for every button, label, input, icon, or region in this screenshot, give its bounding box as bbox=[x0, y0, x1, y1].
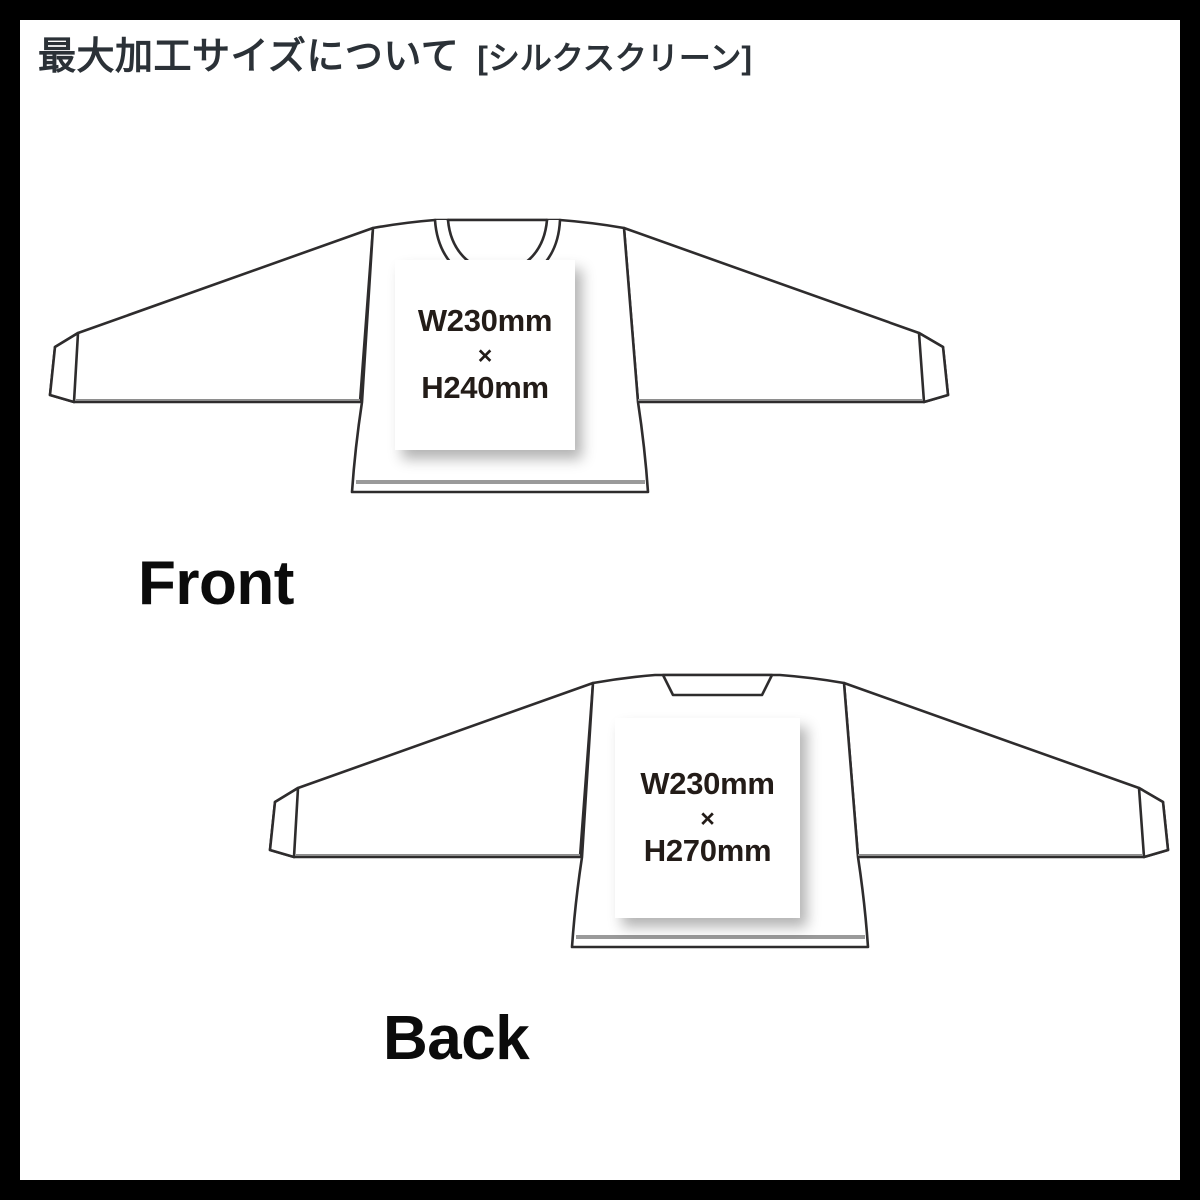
back-print-height: H270mm bbox=[643, 833, 772, 869]
front-left-cuff bbox=[48, 331, 80, 404]
front-right-cuff bbox=[917, 331, 950, 404]
back-right-sleeve bbox=[842, 681, 1170, 859]
back-left-cuff bbox=[268, 786, 300, 859]
front-print-area-box: W230mm × H240mm bbox=[395, 260, 575, 450]
back-neck-opening bbox=[661, 673, 774, 697]
front-view-label: Front bbox=[138, 549, 294, 618]
illustration-canvas: 最大加工サイズについて [シルクスクリーン] bbox=[20, 20, 1180, 1180]
front-left-sleeve bbox=[48, 226, 375, 404]
front-right-sleeve bbox=[622, 226, 950, 404]
page-title-main: 最大加工サイズについて bbox=[38, 36, 460, 78]
front-print-separator: × bbox=[477, 341, 493, 370]
back-view-label: Back bbox=[383, 1004, 530, 1073]
front-print-width: W230mm bbox=[417, 303, 553, 339]
front-print-height: H240mm bbox=[421, 370, 549, 406]
page-title: 最大加工サイズについて [シルクスクリーン] bbox=[38, 38, 752, 76]
back-left-sleeve bbox=[268, 681, 595, 859]
back-right-cuff bbox=[1137, 786, 1170, 859]
back-print-width: W230mm bbox=[640, 766, 775, 802]
back-print-area-box: W230mm × H270mm bbox=[615, 718, 800, 918]
back-print-separator: × bbox=[700, 804, 715, 833]
page-title-bracket: [シルクスクリーン] bbox=[477, 40, 752, 76]
